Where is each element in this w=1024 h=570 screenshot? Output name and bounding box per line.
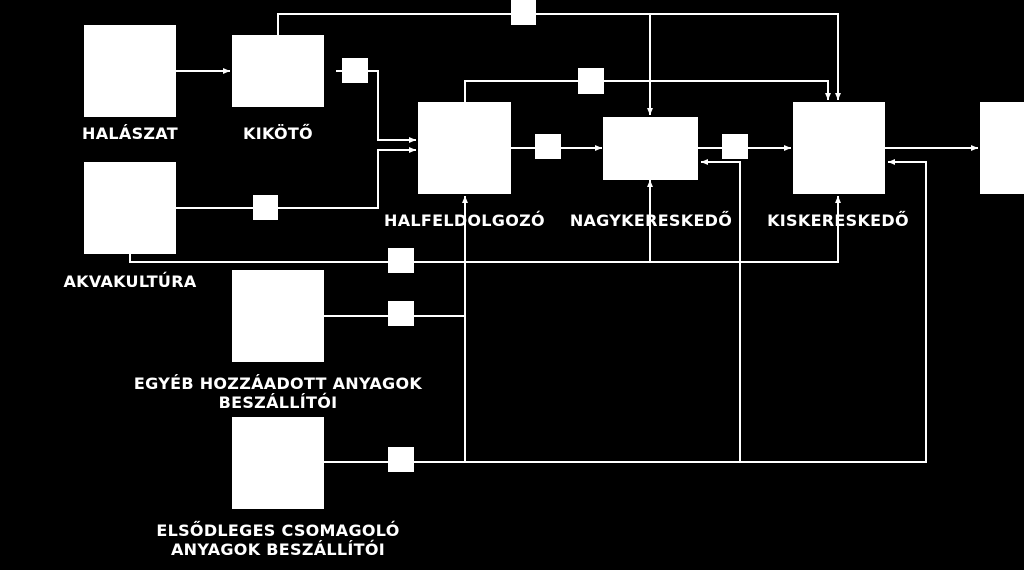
transport-square-halfeldolgozo-nagyker bbox=[535, 134, 561, 159]
flow-akvakultura-halfeldolgozo bbox=[176, 147, 416, 209]
transport-square-akvakultura-bottom bbox=[388, 248, 414, 273]
label-elsodleges: ELSŐDLEGES CSOMAGOLÓ ANYAGOK BESZÁLLÍTÓI bbox=[156, 521, 400, 559]
flow-akvakultura-bottom bbox=[129, 196, 841, 263]
label-halfeldolgozo: HALFELDOLGOZÓ bbox=[384, 211, 545, 230]
label-nagykereskedo: NAGYKERESKEDŐ bbox=[569, 211, 733, 230]
node-kikoto bbox=[232, 35, 324, 107]
node-halfeldolgozo bbox=[418, 102, 511, 194]
connector-lines bbox=[129, 13, 978, 463]
node-akvakultura bbox=[84, 162, 176, 254]
flow-halfeldolgozo-kiskereskedo bbox=[464, 80, 831, 102]
transport-square-top bbox=[511, 0, 536, 25]
label-halaszat: HALÁSZAT bbox=[82, 124, 178, 143]
transport-square-egyeb bbox=[388, 301, 414, 326]
label-kiskereskedo: KISKERESKEDŐ bbox=[767, 211, 909, 230]
transport-squares bbox=[253, 0, 748, 472]
node-egyeb bbox=[232, 270, 324, 362]
label-akvakultura: AKVAKULTÚRA bbox=[63, 272, 197, 291]
flow-kikoto-top bbox=[277, 13, 841, 100]
flow-elsodleges-nagykereskedo bbox=[701, 159, 741, 462]
transport-square-nagyker-kisker bbox=[722, 134, 748, 159]
transport-square-elsodleges bbox=[388, 447, 414, 472]
label-egyeb: EGYÉB HOZZÁADOTT ANYAGOK BESZÁLLÍTÓI bbox=[133, 374, 423, 412]
node-elsodleges bbox=[232, 417, 324, 509]
nodes bbox=[84, 25, 1024, 509]
node-consumer bbox=[980, 102, 1024, 194]
node-kiskereskedo bbox=[793, 102, 885, 194]
transport-square-akvakultura bbox=[253, 195, 278, 220]
flow-elsodleges-bottom bbox=[324, 159, 927, 463]
transport-square-kikoto bbox=[342, 58, 368, 83]
node-nagykereskedo bbox=[603, 117, 698, 180]
node-halaszat bbox=[84, 25, 176, 117]
label-kikoto: KIKÖTŐ bbox=[243, 124, 313, 143]
transport-square-halfeldolgozo-kisker bbox=[578, 68, 604, 94]
